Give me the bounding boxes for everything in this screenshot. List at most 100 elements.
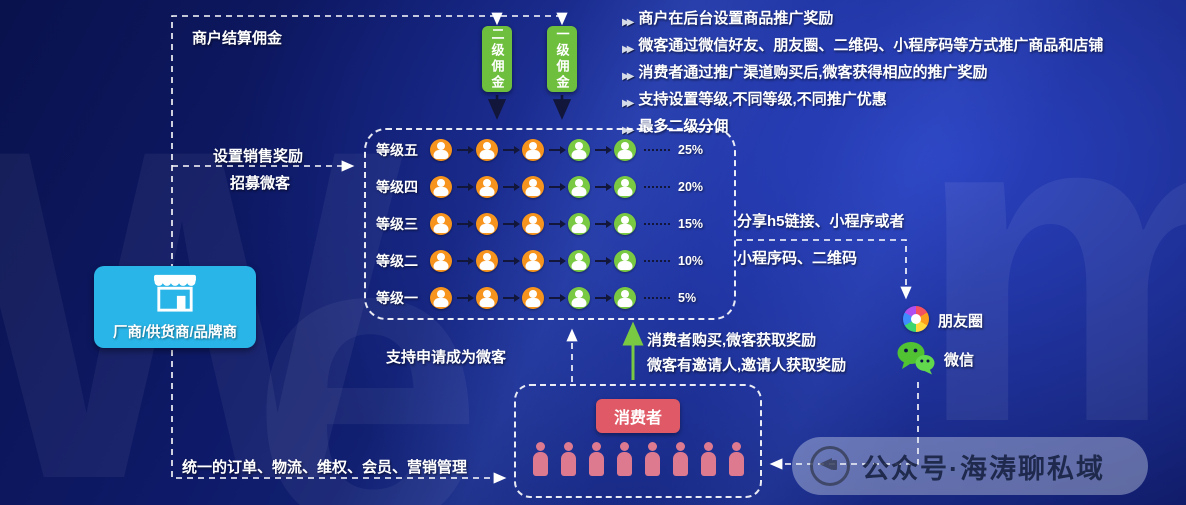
commission-percent: 25% <box>678 143 704 157</box>
commission-percent: 10% <box>678 254 704 268</box>
flow-arrow-icon <box>503 294 520 302</box>
watermark-text: 公众号·海涛聊私域 <box>862 453 1105 484</box>
flow-arrow-icon <box>549 220 566 228</box>
bullet-text: 支持设置等级,不同等级,不同推广优惠 <box>638 91 887 108</box>
consumer-person-icon <box>672 442 688 478</box>
dotted-connector <box>644 297 670 299</box>
flow-arrow-icon <box>503 146 520 154</box>
reward-note: 消费者购买,微客获取奖励 <box>647 332 817 349</box>
level-label: 等级五 <box>376 142 418 158</box>
member-avatar-icon <box>522 287 544 309</box>
merchant-commission-label: 商户结算佣金 <box>192 30 283 47</box>
member-avatar-icon <box>522 250 544 272</box>
member-avatar-icon <box>430 250 452 272</box>
bullet-arrow-icon: ▶▶ <box>622 44 635 55</box>
bullet-arrow-icon: ▶▶ <box>622 98 635 109</box>
level-label: 等级二 <box>376 253 418 269</box>
commission-percent: 20% <box>678 180 704 194</box>
flow-arrow-icon <box>595 257 612 265</box>
consumer-person-icon <box>728 442 744 478</box>
microcustomer-avatar-icon <box>614 176 636 198</box>
moments-icon <box>903 306 929 332</box>
bullet-text: 消费者通过推广渠道购买后,微客获得相应的推广奖励 <box>638 64 988 81</box>
wechat-label: 微信 <box>944 352 975 369</box>
bullet-item: ▶▶ 支持设置等级,不同等级,不同推广优惠 <box>622 89 1182 114</box>
flow-arrow-icon <box>549 146 566 154</box>
bullet-item: ▶▶ 微客通过微信好友、朋友圈、二维码、小程序码等方式推广商品和店铺 <box>622 35 1182 60</box>
microcustomer-avatar-icon <box>614 287 636 309</box>
flow-arrow-icon <box>457 257 474 265</box>
member-avatar-icon <box>430 287 452 309</box>
second-level-commission-tag: 二级佣金 <box>482 26 512 92</box>
microcustomer-avatar-icon <box>568 213 590 235</box>
storefront-icon <box>148 273 202 318</box>
share-note: 小程序码、二维码 <box>737 250 858 267</box>
dotted-connector <box>644 260 670 262</box>
dotted-connector <box>644 186 670 188</box>
feature-bullet-list: ▶▶ 商户在后台设置商品推广奖励 ▶▶ 微客通过微信好友、朋友圈、二维码、小程序… <box>622 8 1182 143</box>
bullet-arrow-icon: ▶▶ <box>622 17 635 28</box>
dotted-connector <box>644 149 670 151</box>
member-avatar-icon <box>430 139 452 161</box>
bullet-text: 最多二级分佣 <box>638 118 729 135</box>
bullet-text: 微客通过微信好友、朋友圈、二维码、小程序码等方式推广商品和店铺 <box>638 37 1104 54</box>
reward-note: 微客有邀请人,邀请人获取奖励 <box>647 357 847 374</box>
watermark-badge: 公众号·海涛聊私域 <box>792 437 1148 495</box>
flow-arrow-icon <box>595 183 612 191</box>
dotted-connector <box>644 223 670 225</box>
first-level-commission-tag: 一级佣金 <box>547 26 577 92</box>
flow-arrow-icon <box>457 183 474 191</box>
commission-percent: 5% <box>678 291 697 305</box>
member-avatar-icon <box>476 287 498 309</box>
flow-arrow-icon <box>549 183 566 191</box>
bullet-text: 商户在后台设置商品推广奖励 <box>638 10 834 27</box>
bullet-item: ▶▶ 消费者通过推广渠道购买后,微客获得相应的推广奖励 <box>622 62 1182 87</box>
microcustomer-avatar-icon <box>614 139 636 161</box>
member-avatar-icon <box>430 176 452 198</box>
level-label: 等级三 <box>376 216 418 232</box>
megaphone-icon <box>810 446 850 486</box>
level-label: 等级一 <box>376 290 418 306</box>
producer-label: 厂商/供货商/品牌商 <box>112 324 238 341</box>
consumer-tag: 消费者 <box>595 399 680 433</box>
level-row: 等级三 15% <box>376 213 724 235</box>
member-avatar-icon <box>476 213 498 235</box>
microcustomer-avatar-icon <box>568 287 590 309</box>
moments-label: 朋友圈 <box>938 313 984 330</box>
level-row: 等级五 25% <box>376 139 724 161</box>
member-avatar-icon <box>522 176 544 198</box>
producer-box: 厂商/供货商/品牌商 <box>94 266 256 348</box>
microcustomer-avatar-icon <box>614 250 636 272</box>
wechat-icon <box>896 340 936 381</box>
member-avatar-icon <box>476 139 498 161</box>
bullet-item: ▶▶ 最多二级分佣 <box>622 116 1182 141</box>
consumer-group <box>532 442 744 478</box>
flow-arrow-icon <box>595 220 612 228</box>
levels-panel: 等级五 25% 等级四 20% 等级三 15% <box>364 128 736 320</box>
consumer-person-icon <box>532 442 548 478</box>
flow-arrow-icon <box>457 146 474 154</box>
flow-arrow-icon <box>595 146 612 154</box>
flow-arrow-icon <box>503 220 520 228</box>
share-note: 分享h5链接、小程序或者 <box>737 213 905 230</box>
microcustomer-avatar-icon <box>568 176 590 198</box>
consumer-person-icon <box>616 442 632 478</box>
member-avatar-icon <box>476 176 498 198</box>
bullet-item: ▶▶ 商户在后台设置商品推广奖励 <box>622 8 1182 33</box>
level-row: 等级二 10% <box>376 250 724 272</box>
microcustomer-avatar-icon <box>568 139 590 161</box>
level-row: 等级四 20% <box>376 176 724 198</box>
flow-arrow-icon <box>457 294 474 302</box>
level-label: 等级四 <box>376 179 418 195</box>
microcustomer-avatar-icon <box>568 250 590 272</box>
flow-arrow-icon <box>549 294 566 302</box>
flow-arrow-icon <box>503 257 520 265</box>
consumer-person-icon <box>700 442 716 478</box>
commission-percent: 15% <box>678 217 704 231</box>
flow-arrow-icon <box>595 294 612 302</box>
bullet-arrow-icon: ▶▶ <box>622 71 635 82</box>
member-avatar-icon <box>522 213 544 235</box>
flow-arrow-icon <box>503 183 520 191</box>
flow-arrow-icon <box>549 257 566 265</box>
